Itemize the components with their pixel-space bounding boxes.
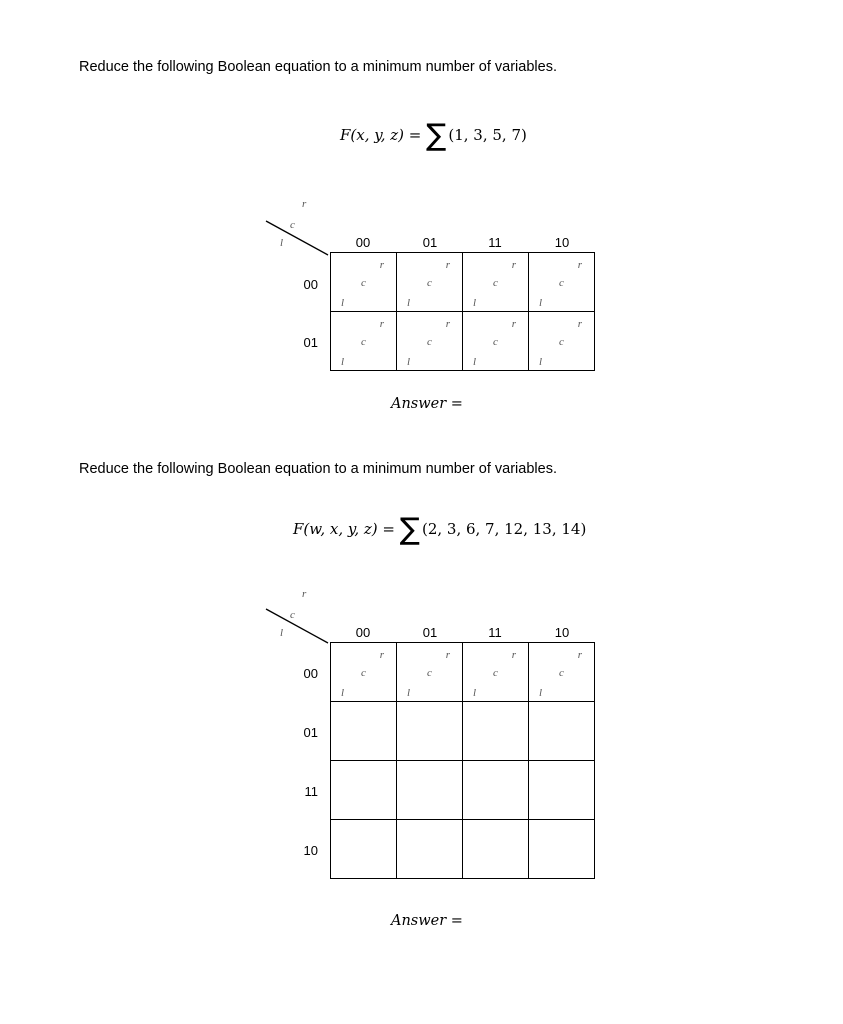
problem1-equation-lhs: F(x, y, z) =: [340, 126, 422, 144]
cell-mark-c: c: [559, 336, 564, 348]
kmap2-cell[interactable]: [331, 702, 397, 761]
cell-mark-l: l: [539, 356, 543, 368]
cell-mark-l: l: [539, 687, 543, 699]
cell-mark-l: l: [407, 687, 411, 699]
kmap2-cell[interactable]: [529, 761, 595, 820]
problem1-equation-rhs: (1, 3, 5, 7): [448, 126, 527, 144]
kmap2-cell[interactable]: r c l: [397, 643, 463, 702]
kmap2-cell[interactable]: r c l: [463, 643, 529, 702]
cell-mark-c: c: [427, 336, 432, 348]
problem2-answer-label: Answer =: [391, 913, 463, 929]
cell-mark-l: l: [341, 356, 345, 368]
cell-mark-c: c: [427, 667, 432, 679]
kmap2-col-header: 11: [488, 625, 502, 640]
cell-mark-c: c: [493, 277, 498, 289]
kmap2-col-header: 00: [355, 625, 371, 640]
kmap2-corner-diagonal: [265, 608, 329, 644]
kmap1-cell[interactable]: r c l: [397, 312, 463, 371]
kmap2-cell[interactable]: [529, 820, 595, 879]
problem1-answer-label: Answer =: [391, 396, 463, 412]
problem2-instruction: Reduce the following Boolean equation to…: [79, 461, 557, 477]
problem1-instruction: Reduce the following Boolean equation to…: [79, 59, 557, 75]
kmap2-row-header: 00: [303, 666, 318, 681]
kmap2-cell[interactable]: [397, 702, 463, 761]
kmap2-cell[interactable]: [529, 702, 595, 761]
kmap1-col-header: 11: [488, 235, 502, 250]
kmap2-cell[interactable]: [463, 702, 529, 761]
kmap1-cell[interactable]: r c l: [529, 312, 595, 371]
cell-mark-r: r: [577, 649, 582, 661]
kmap1-corner-diagonal: [265, 220, 329, 256]
problem2-equation-lhs: F(w, x, y, z) =: [293, 520, 395, 538]
kmap2-row-header: 01: [303, 725, 318, 740]
problem2-equation: F(w, x, y, z) = ∑(2, 3, 6, 7, 12, 13, 14…: [293, 512, 586, 547]
kmap1-row-header: 00: [303, 277, 318, 292]
kmap1-corner-l: l: [280, 237, 284, 249]
kmap2-col-header: 01: [422, 625, 438, 640]
cell-mark-c: c: [493, 336, 498, 348]
cell-mark-c: c: [361, 277, 366, 289]
kmap2-row-header: 10: [303, 843, 318, 858]
cell-mark-r: r: [379, 318, 384, 330]
kmap2-row-header: 11: [304, 784, 319, 799]
kmap2-cell[interactable]: [463, 761, 529, 820]
cell-mark-l: l: [407, 356, 411, 368]
cell-mark-c: c: [361, 667, 366, 679]
kmap2-corner-r: r: [302, 588, 307, 600]
cell-mark-r: r: [445, 649, 450, 661]
cell-mark-l: l: [473, 297, 477, 309]
kmap1-cell[interactable]: r c l: [463, 253, 529, 312]
kmap2-col-header: 10: [554, 625, 570, 640]
cell-mark-c: c: [427, 277, 432, 289]
kmap1-cell[interactable]: r c l: [397, 253, 463, 312]
cell-mark-r: r: [379, 649, 384, 661]
kmap2-cell[interactable]: [331, 761, 397, 820]
cell-mark-l: l: [341, 297, 345, 309]
kmap2-cell[interactable]: r c l: [331, 643, 397, 702]
cell-mark-c: c: [559, 277, 564, 289]
cell-mark-r: r: [445, 318, 450, 330]
kmap1-row-header: 01: [303, 335, 318, 350]
cell-mark-r: r: [379, 259, 384, 271]
cell-mark-r: r: [445, 259, 450, 271]
cell-mark-l: l: [473, 687, 477, 699]
kmap2-cell[interactable]: [397, 820, 463, 879]
cell-mark-l: l: [407, 297, 411, 309]
cell-mark-l: l: [341, 687, 345, 699]
kmap1-corner-r: r: [302, 198, 307, 210]
cell-mark-r: r: [577, 318, 582, 330]
kmap2-grid: r c l r c l r c l r c l: [330, 642, 595, 879]
kmap2-cell[interactable]: [463, 820, 529, 879]
kmap2-cell[interactable]: r c l: [529, 643, 595, 702]
kmap1-cell[interactable]: r c l: [529, 253, 595, 312]
kmap1-grid: r c l r c l r c l r c l r c l r c l r c l r c l: [330, 252, 595, 371]
cell-mark-c: c: [493, 667, 498, 679]
cell-mark-c: c: [559, 667, 564, 679]
cell-mark-r: r: [577, 259, 582, 271]
kmap2-corner-c: c: [290, 609, 295, 621]
sigma-symbol: ∑: [426, 118, 447, 153]
kmap1-cell[interactable]: r c l: [331, 312, 397, 371]
kmap2-cell[interactable]: [331, 820, 397, 879]
kmap1-col-header: 00: [355, 235, 371, 250]
kmap2-cell[interactable]: [397, 761, 463, 820]
problem1-equation: F(x, y, z) = ∑(1, 3, 5, 7): [340, 118, 527, 153]
cell-mark-r: r: [511, 649, 516, 661]
cell-mark-l: l: [539, 297, 543, 309]
kmap1-cell[interactable]: r c l: [463, 312, 529, 371]
kmap1-corner-c: c: [290, 219, 295, 231]
kmap1-cell[interactable]: r c l: [331, 253, 397, 312]
cell-mark-r: r: [511, 259, 516, 271]
cell-mark-r: r: [511, 318, 516, 330]
cell-mark-l: l: [473, 356, 477, 368]
sigma-symbol: ∑: [399, 512, 420, 547]
problem2-equation-rhs: (2, 3, 6, 7, 12, 13, 14): [421, 520, 587, 538]
kmap2-corner-l: l: [280, 627, 284, 639]
kmap1-col-header: 10: [554, 235, 570, 250]
kmap1-col-header: 01: [422, 235, 438, 250]
cell-mark-c: c: [361, 336, 366, 348]
